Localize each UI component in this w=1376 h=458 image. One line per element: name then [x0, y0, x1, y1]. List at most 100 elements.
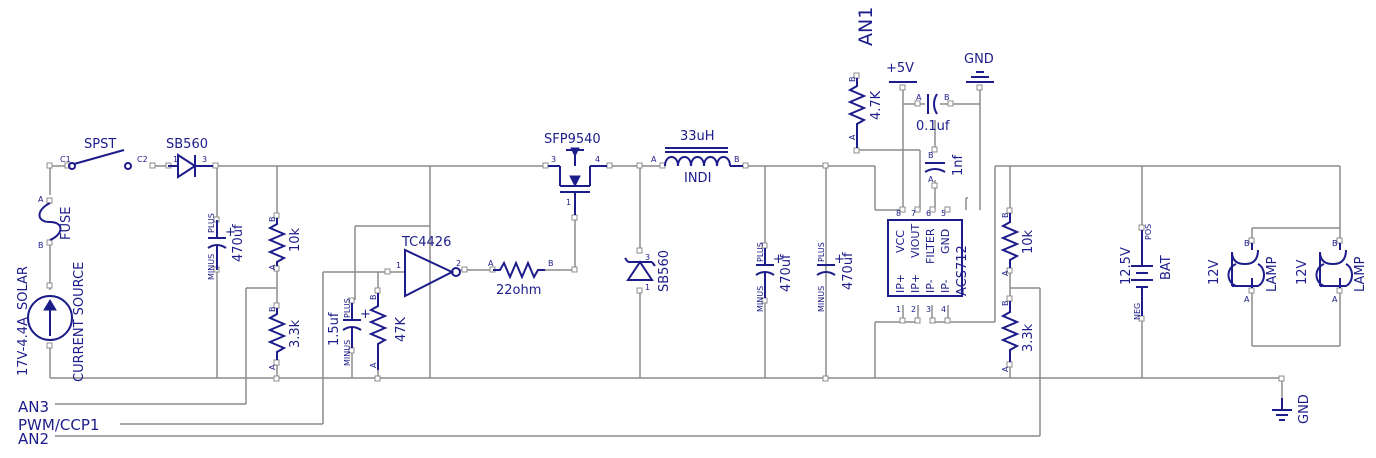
svg-text:+: + — [225, 225, 236, 240]
lamp-1[interactable]: 12V LAMP B A — [1207, 239, 1280, 304]
svg-text:3: 3 — [645, 253, 650, 262]
svg-text:B: B — [944, 93, 950, 102]
fuse-pin-b: B — [38, 241, 44, 250]
cap1-value: 470uf — [231, 224, 246, 262]
driver-label: TC4426 — [401, 235, 451, 250]
svg-text:2: 2 — [456, 259, 461, 268]
battery-12-5v[interactable]: 12.5V BAT POS NEG — [1119, 224, 1174, 320]
inductor-value: 33uH — [680, 129, 715, 144]
capacitor-470uf-mid[interactable]: + PLUS MINUS 470uf — [755, 242, 794, 312]
svg-text:4: 4 — [595, 155, 600, 164]
spst-switch[interactable]: SPST C1 C2 — [60, 137, 148, 170]
net-an1: AN1 — [855, 7, 877, 46]
svg-text:A: A — [369, 362, 378, 368]
net-an3: AN3 — [18, 398, 49, 416]
cap1nf-value: 1nf — [951, 154, 966, 176]
diode1-label: SB560 — [166, 137, 208, 152]
r3k3-left-value: 3.3k — [288, 319, 303, 348]
svg-text:6: 6 — [926, 209, 931, 218]
cap3-value: 470uf — [841, 252, 856, 290]
svg-text:2: 2 — [911, 305, 916, 314]
capacitor-1-5uf[interactable]: + PLUS MINUS 1.5uf — [327, 298, 371, 366]
svg-text:A: A — [848, 134, 857, 140]
svg-text:1: 1 — [396, 261, 401, 270]
svg-text:B: B — [369, 295, 378, 301]
capacitor-0-1uf[interactable]: 0.1uf A B — [916, 93, 950, 134]
fuse-pin-a: A — [38, 195, 44, 204]
svg-text:NEG: NEG — [1133, 303, 1142, 320]
svg-text:A: A — [268, 264, 277, 270]
svg-text:3: 3 — [926, 305, 931, 314]
svg-text:8: 8 — [896, 209, 901, 218]
solar-current-source[interactable]: 17V-4.4A SOLAR CURRENT SOURCE — [16, 262, 87, 382]
inductor-33uh[interactable]: 33uH INDI A B — [651, 129, 743, 186]
resistor-10k-left[interactable]: 10k B A — [267, 217, 303, 271]
sensor-label: ACS712 — [955, 245, 970, 296]
svg-text:A: A — [1332, 295, 1338, 304]
svg-text:A: A — [1001, 366, 1010, 372]
resistor-3k3-left[interactable]: 3.3k B A — [267, 307, 303, 371]
r10k-right-value: 10k — [1021, 229, 1036, 254]
resistor-4k7[interactable]: 4.7K B A AN1 — [847, 7, 884, 148]
svg-text:A: A — [928, 175, 934, 184]
wires — [49, 88, 1341, 437]
capacitor-1nf[interactable]: 1nf B A — [924, 151, 966, 184]
net-an2: AN2 — [18, 430, 49, 448]
mosfet-label: SFP9540 — [544, 132, 601, 147]
svg-text:B: B — [268, 217, 277, 223]
svg-text:5: 5 — [941, 209, 946, 218]
resistor-10k-right[interactable]: 10k B A — [1000, 213, 1036, 277]
switch-c1: C1 — [60, 155, 71, 164]
svg-text:PLUS: PLUS — [756, 242, 765, 262]
svg-text:B: B — [1001, 213, 1010, 219]
diode1-pin1: 1 — [173, 155, 178, 164]
lamp2-name: LAMP — [1353, 256, 1368, 292]
cap1-plus: PLUS — [207, 213, 216, 233]
resistor-47k[interactable]: 47K B A — [368, 293, 409, 370]
diode-sb560-input[interactable]: SB560 1 3 — [166, 137, 213, 179]
svg-text:FILTER: FILTER — [924, 228, 937, 264]
lamp-2[interactable]: 12V LAMP B A — [1295, 239, 1368, 304]
diode-sb560-freewheel[interactable]: SB560 3 1 — [624, 250, 672, 292]
svg-text:+: + — [773, 252, 784, 267]
svg-text:1: 1 — [566, 198, 571, 207]
gnd-bottom-label: GND — [1297, 394, 1312, 424]
capacitor-470uf-input[interactable]: + PLUS MINUS 470uf — [207, 213, 246, 280]
svg-text:POS: POS — [1144, 224, 1153, 240]
svg-text:+: + — [360, 307, 371, 322]
svg-text:IP-: IP- — [924, 279, 937, 293]
resistor-22ohm[interactable]: 22ohm A B — [488, 259, 554, 298]
svg-text:+: + — [834, 252, 845, 267]
solar-value: 17V-4.4A — [16, 317, 31, 376]
svg-text:IP-: IP- — [939, 279, 952, 293]
svg-text:A: A — [488, 259, 494, 268]
fuse-label: FUSE — [59, 207, 74, 240]
resistor-3k3-right[interactable]: 3.3k B A — [1000, 301, 1036, 373]
svg-text:MINUS: MINUS — [756, 286, 765, 312]
lamp1-name: LAMP — [1265, 256, 1280, 292]
svg-text:B: B — [1001, 301, 1010, 307]
svg-text:IP+: IP+ — [894, 274, 907, 293]
solar-type: CURRENT SOURCE — [72, 262, 87, 382]
r47k-value: 47K — [394, 316, 409, 342]
svg-text:B: B — [1332, 239, 1338, 248]
svg-text:MINUS: MINUS — [343, 340, 352, 366]
cap-1-5-value: 1.5uf — [327, 312, 342, 346]
svg-text:B: B — [548, 259, 554, 268]
svg-text:B: B — [268, 307, 277, 313]
net-pwm: PWM/CCP1 — [18, 416, 99, 434]
fuse[interactable]: FUSE A B — [38, 195, 74, 250]
tc4426-driver[interactable]: TC4426 1 2 — [396, 235, 461, 298]
r4k7-value: 4.7K — [869, 90, 884, 120]
inductor-name: INDI — [684, 171, 711, 186]
capacitor-470uf-out[interactable]: + PLUS MINUS 470uf — [816, 242, 856, 312]
svg-text:1: 1 — [645, 283, 650, 292]
switch-label: SPST — [84, 137, 116, 152]
acs712-sensor[interactable]: VCC VIOUT FILTER GND IP+ IP+ IP- IP- ACS… — [887, 209, 970, 314]
svg-text:B: B — [848, 77, 857, 83]
vcc-label: +5V — [886, 61, 914, 76]
battery-value: 12.5V — [1119, 247, 1134, 285]
svg-text:VIOUT: VIOUT — [909, 224, 922, 258]
mosfet-sfp9540[interactable]: SFP9540 3 4 1 — [544, 132, 607, 215]
svg-text:A: A — [268, 364, 277, 370]
